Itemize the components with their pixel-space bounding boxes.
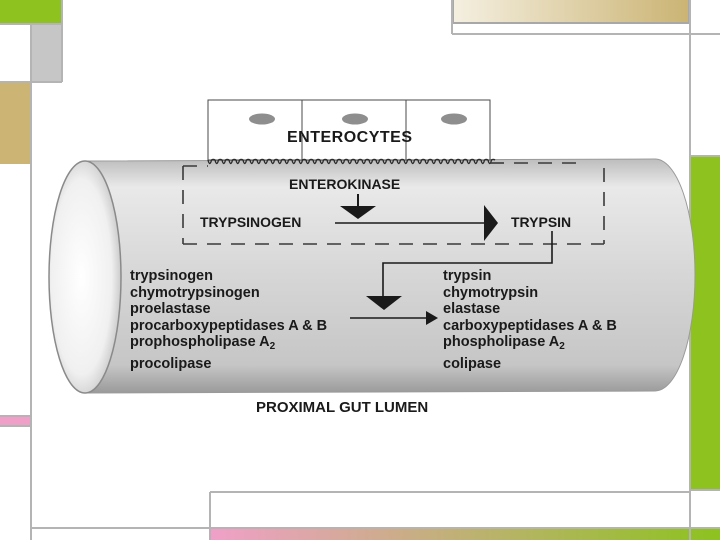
- zymogen-name: prophospholipase A: [130, 334, 270, 351]
- enzyme-item: colipase: [443, 356, 617, 373]
- right-green-bar: [690, 156, 720, 490]
- zymogen-name: trypsinogen: [130, 268, 213, 284]
- zymogen-item: chymotrypsinogen: [130, 285, 327, 302]
- cell-nucleus: [441, 113, 467, 125]
- zymogen-item: trypsinogen: [130, 268, 327, 285]
- left-tan-bar: [0, 82, 31, 164]
- enzyme-item: carboxypeptidases A & B: [443, 318, 617, 335]
- zymogen-subscript: 2: [269, 341, 276, 353]
- corner-gray-block: [31, 24, 63, 82]
- zymogen-item: prophospholipase A2: [130, 334, 327, 356]
- zymogen-name: proelastase: [130, 301, 211, 318]
- enterocytes-label: ENTEROCYTES: [287, 129, 413, 146]
- zymogen-name: procarboxypeptidases A & B: [130, 317, 328, 334]
- enterokinase-label: ENTEROKINASE: [289, 176, 401, 192]
- zymogen-name: procolipase: [130, 355, 212, 372]
- enzyme-subscript: 2: [559, 341, 565, 353]
- trypsinogen-label: TRYPSINOGEN: [200, 214, 302, 230]
- lumen-label: PROXIMAL GUT LUMEN: [256, 399, 429, 416]
- zymogen-item: procolipase: [130, 356, 327, 373]
- enzyme-item: chymotrypsin: [443, 285, 617, 302]
- enterocyte-cells: [207, 99, 496, 165]
- left-pink-bar: [0, 416, 31, 426]
- brush-border-dashed-box: [182, 162, 605, 245]
- trypsin-label: TRYPSIN: [511, 214, 572, 230]
- conversion-arrowhead: [426, 311, 438, 325]
- trypsin-arrowhead: [366, 296, 402, 310]
- enzyme-name: chymotrypsin: [443, 284, 539, 301]
- enzyme-name: trypsin: [443, 268, 492, 284]
- enzyme-name: phospholipase A: [443, 334, 560, 351]
- activation-arrowhead: [484, 205, 498, 241]
- zymogen-item: procarboxypeptidases A & B: [130, 318, 327, 335]
- microvilli-brush-border: [207, 158, 496, 165]
- enzyme-name: elastase: [443, 301, 501, 318]
- enzyme-item: elastase: [443, 301, 617, 318]
- cell-nucleus: [342, 113, 368, 125]
- gut-cylinder-opening: [48, 160, 122, 394]
- corner-green-block: [0, 0, 62, 24]
- zymogen-name: chymotrypsinogen: [130, 284, 260, 301]
- enzyme-item: phospholipase A2: [443, 334, 617, 356]
- enterokinase-arrowhead: [340, 206, 376, 219]
- gut-cylinder-body: [84, 158, 696, 394]
- enzyme-item: trypsin: [443, 268, 617, 285]
- enzyme-name: colipase: [443, 355, 502, 372]
- trypsin-connector-line: [382, 231, 553, 296]
- enzyme-name: carboxypeptidases A & B: [443, 317, 617, 334]
- zymogen-item: proelastase: [130, 301, 327, 318]
- bottom-pink-bar: [210, 528, 720, 540]
- cell-nucleus: [249, 113, 275, 125]
